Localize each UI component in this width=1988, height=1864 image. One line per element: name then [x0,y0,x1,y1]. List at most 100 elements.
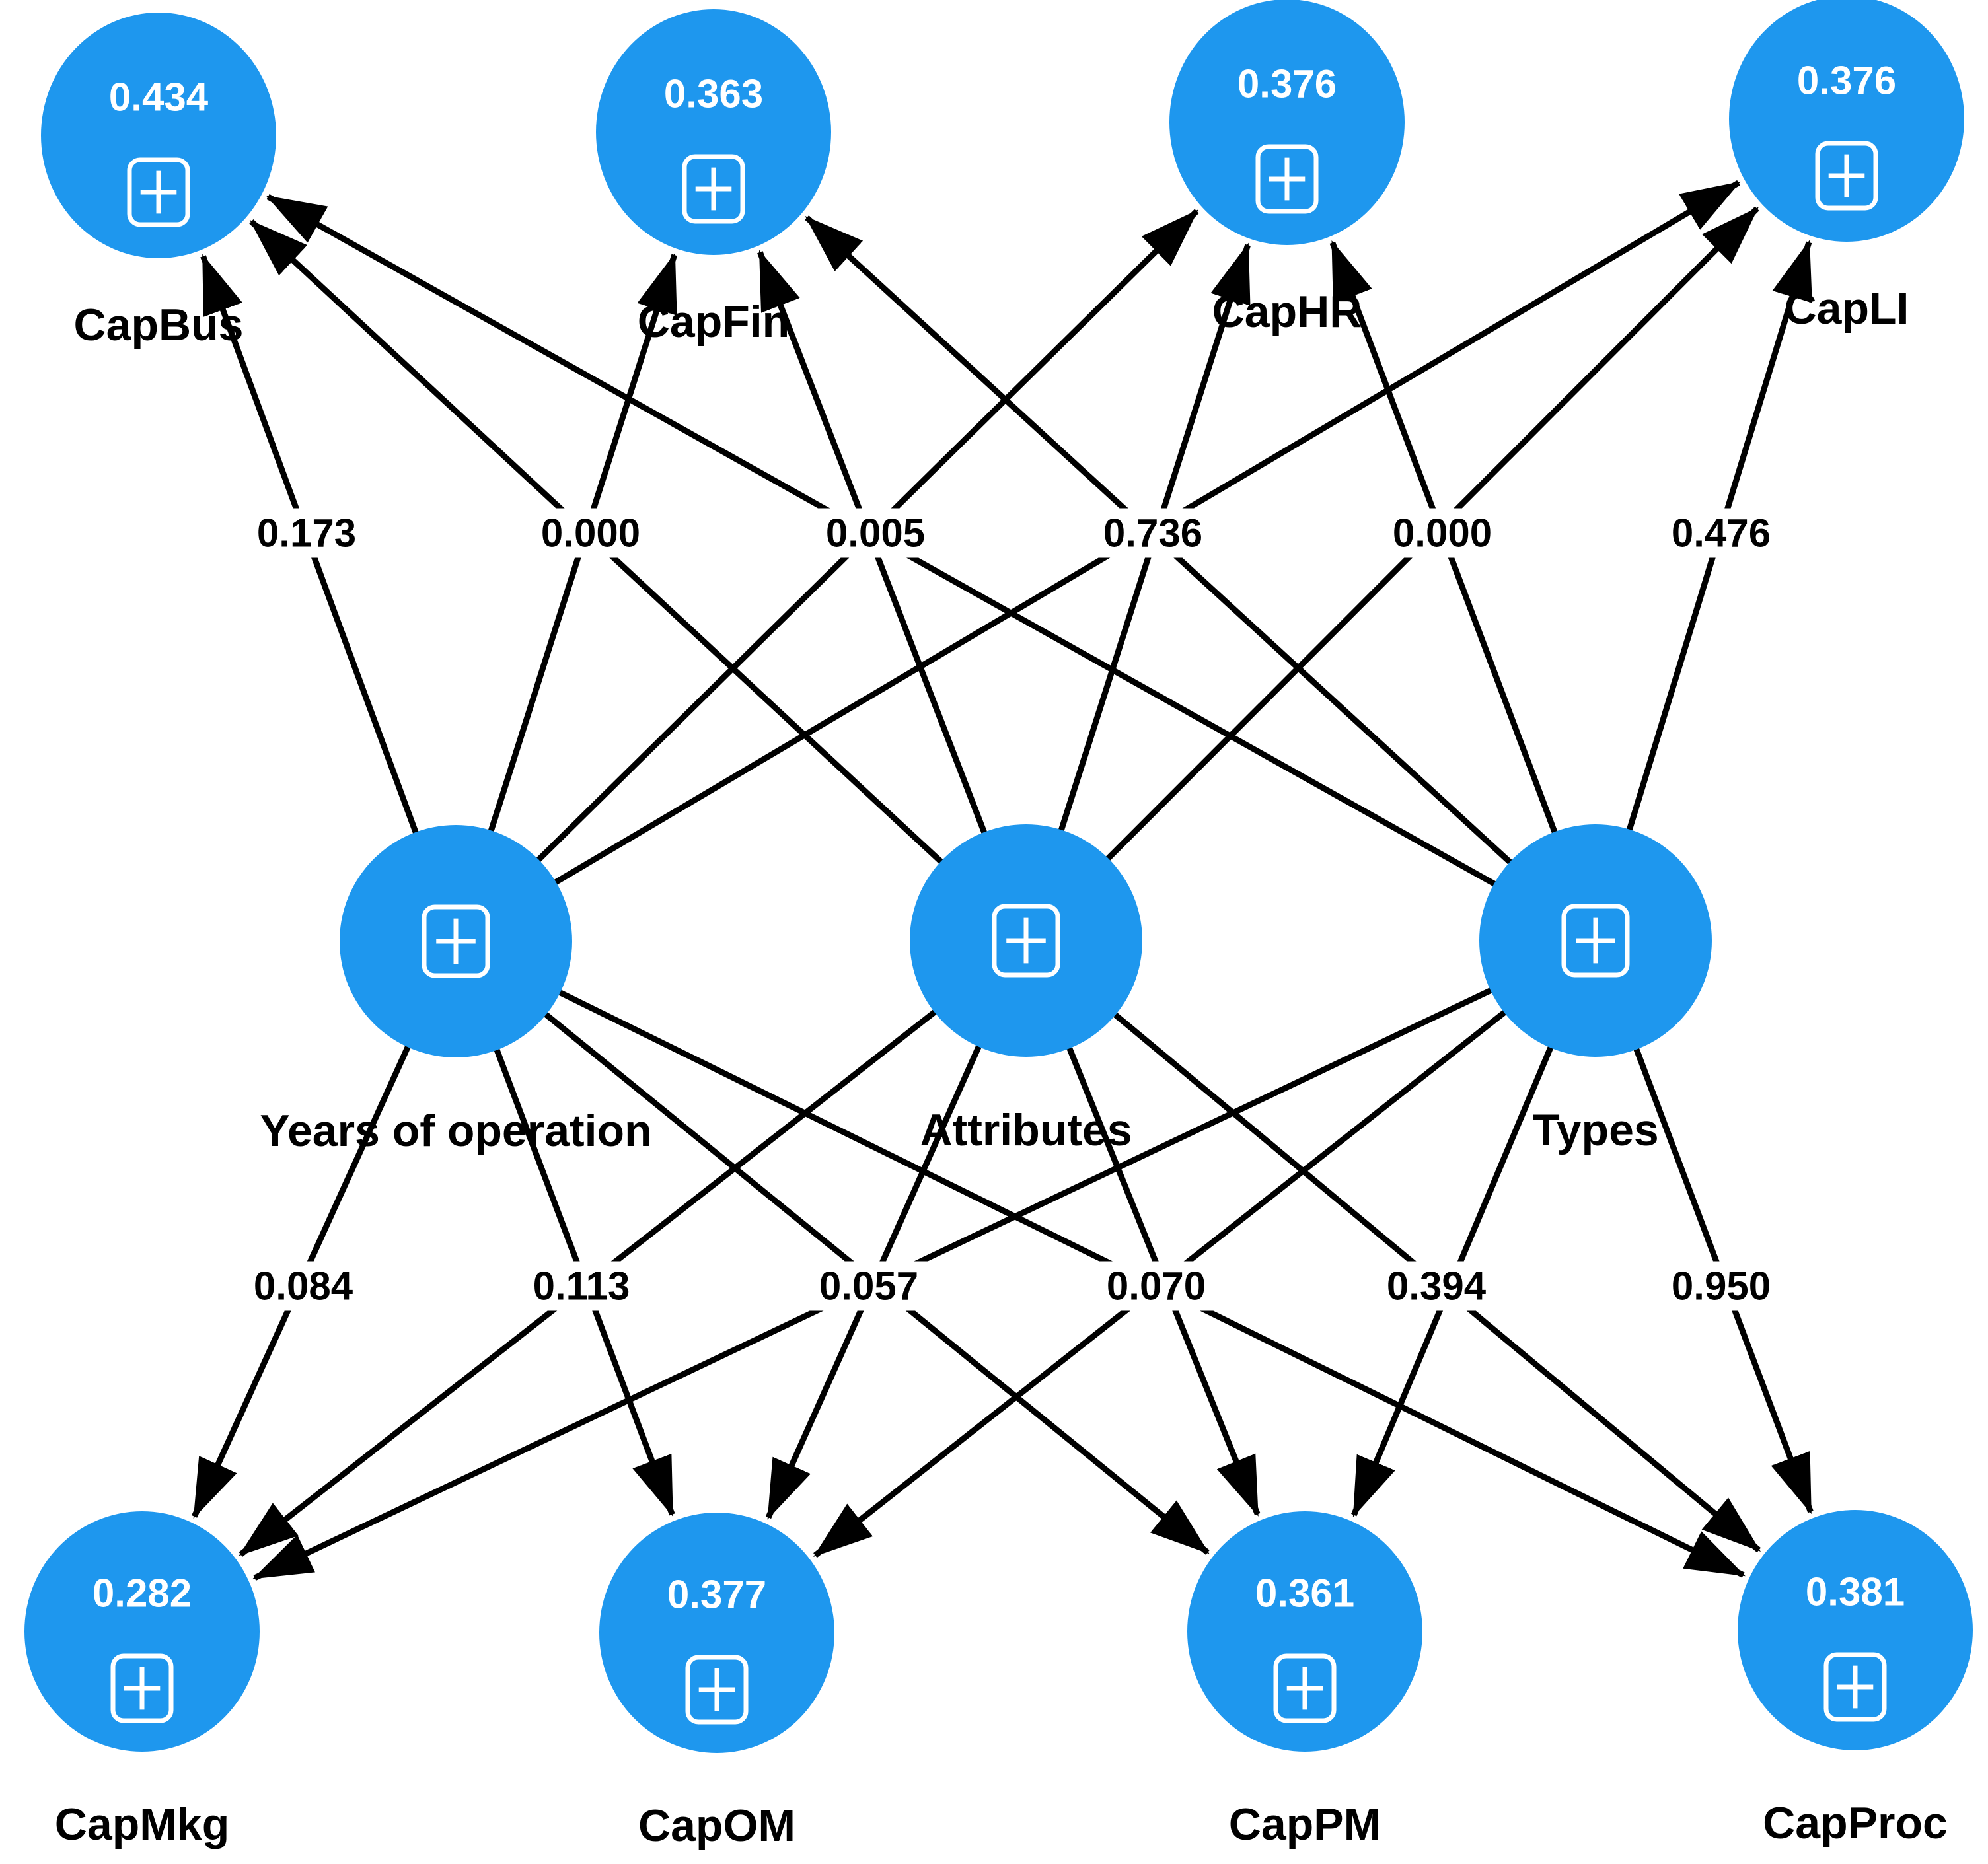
path-coefficient-bg [1377,1261,1496,1311]
path-coefficient-bg [1093,508,1212,558]
path-coefficient-value: 0.000 [541,511,640,556]
node-label: CapLI [1785,283,1909,334]
path-coefficient-value: 0.476 [1672,511,1771,556]
node-value: 0.282 [92,1571,192,1616]
path-types-capli[interactable] [1592,240,1812,942]
expand-icon[interactable] [1815,141,1878,211]
expand-icon[interactable] [110,1653,174,1723]
expand-icon[interactable] [1273,1653,1337,1723]
expand-icon[interactable] [682,154,745,224]
node-years: Years of operation [260,825,652,1156]
path-coefficient-bg [1662,1261,1781,1311]
node-label: Types [1532,1105,1658,1155]
node-attributes: Attributes [910,824,1142,1155]
path-coefficient-value: 0.950 [1672,1264,1771,1308]
node-value: 0.376 [1237,62,1337,106]
node-value: 0.377 [667,1573,766,1617]
expand-icon[interactable] [422,904,490,978]
edge-labels-layer: 0.173 0.000 0.005 0.736 0.000 0.476 0.084 0.113… [244,508,1781,1311]
node-label: CapFin [638,297,790,347]
path-types-capom[interactable] [813,938,1598,1558]
node-label: CapProc [1763,1798,1948,1848]
path-coefficient: 0.005 [816,508,935,558]
path-coefficient-bg [523,1261,640,1311]
node-label: CapPM [1229,1799,1381,1849]
path-coefficient: 0.000 [531,508,650,558]
node-circle-caphr[interactable] [1169,0,1405,245]
node-circle-capproc[interactable] [1738,1510,1973,1750]
path-coefficient-value: 0.000 [1393,511,1492,556]
path-years-capfin[interactable] [453,252,678,943]
path-types-capmkg[interactable] [252,937,1597,1581]
path-attributes-capmkg[interactable] [239,938,1028,1557]
path-coefficient: 0.173 [247,508,366,558]
node-label: CapMkg [55,1799,229,1849]
path-types-capbus[interactable] [266,194,1598,943]
path-attributes-capproc[interactable] [1024,938,1761,1553]
path-years-cappm[interactable] [454,939,1210,1555]
path-attributes-capli[interactable] [1023,206,1759,943]
node-value: 0.381 [1806,1570,1905,1614]
node-value: 0.434 [109,75,209,120]
path-coefficient-bg [247,508,366,558]
node-label: Years of operation [260,1106,651,1156]
expand-icon[interactable] [685,1655,749,1725]
path-coefficient: 0.084 [244,1261,363,1311]
path-coefficient-value: 0.005 [826,511,925,556]
path-coefficient-bg [1097,1261,1216,1311]
path-coefficient-value: 0.057 [819,1264,918,1308]
node-circle-capbus[interactable] [41,13,276,258]
path-years-caphr[interactable] [453,209,1199,944]
node-value: 0.376 [1797,59,1896,103]
expand-icon[interactable] [992,904,1060,978]
path-coefficient-value: 0.173 [257,511,356,556]
node-value: 0.363 [664,72,763,116]
path-coefficient: 0.394 [1377,1261,1496,1311]
node-circle-capfin[interactable] [596,9,831,255]
path-coefficient-bg [1662,508,1781,558]
node-circle-cappm[interactable] [1187,1511,1422,1752]
path-coefficient-bg [244,1261,363,1311]
expand-icon[interactable] [1561,904,1630,978]
path-attributes-capbus[interactable] [249,219,1029,943]
node-label: CapBus [74,300,244,350]
path-years-capproc[interactable] [455,938,1746,1578]
node-circle-capom[interactable] [599,1513,834,1753]
path-coefficient: 0.000 [1383,508,1502,558]
path-coefficient-bg [816,508,935,558]
node-label: CapOM [638,1801,795,1851]
node-label: CapHR [1212,287,1362,337]
path-coefficient: 0.070 [1097,1261,1216,1311]
path-coefficient-value: 0.394 [1387,1264,1487,1308]
path-coefficient-value: 0.736 [1103,511,1202,556]
expand-icon[interactable] [127,157,190,227]
path-years-capbus[interactable] [200,254,459,943]
node-circle-capmkg[interactable] [24,1511,260,1752]
expand-icon[interactable] [1823,1652,1887,1722]
path-attributes-caphr[interactable] [1023,242,1251,942]
node-types: Types [1479,824,1712,1155]
path-coefficient-value: 0.070 [1107,1264,1206,1308]
path-coefficient: 0.736 [1093,508,1212,558]
path-attributes-capfin[interactable] [757,250,1029,942]
node-label: Attributes [920,1105,1132,1155]
expand-icon[interactable] [1255,144,1319,214]
path-types-capfin[interactable] [805,215,1598,943]
path-coefficient: 0.057 [809,1261,928,1311]
path-coefficient-value: 0.113 [533,1264,630,1308]
path-years-capli[interactable] [454,180,1741,944]
path-coefficient: 0.950 [1662,1261,1781,1311]
path-coefficient-bg [809,1261,928,1311]
path-coefficient: 0.476 [1662,508,1781,558]
node-circle-capli[interactable] [1729,0,1964,242]
path-types-caphr[interactable] [1329,240,1599,942]
path-coefficient: 0.113 [523,1261,640,1311]
